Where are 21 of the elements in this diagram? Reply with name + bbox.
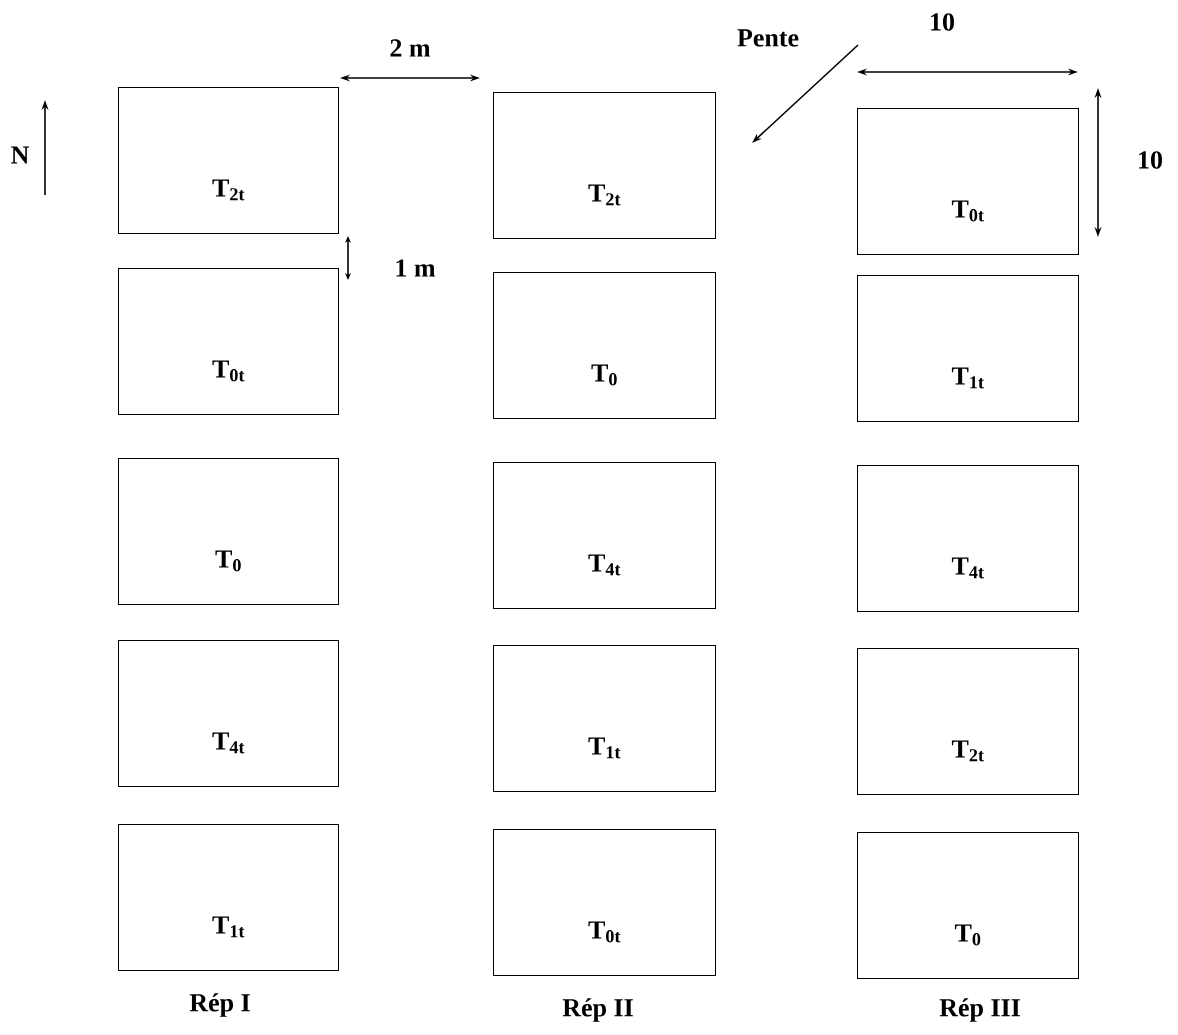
plot-box: T$_{0}$ [118, 458, 339, 605]
plot-box: T$_{1t}$ [118, 824, 339, 971]
plot-box: T$_{0t}$ [857, 108, 1079, 255]
plot-box: T$_{2t}$ [857, 648, 1079, 795]
plot-box: T$_{1t}$ [493, 645, 716, 792]
dimension-label: 10 [931, 13, 954, 31]
plot-box: T$_{2t}$ [493, 92, 716, 239]
plot-box: T$_{0}$ [493, 272, 716, 419]
north-label: N [11, 146, 30, 164]
plot-box: T$_{1t}$ [857, 275, 1079, 422]
plot-box: T$_{4t}$ [493, 462, 716, 609]
plot-box: T$_{0t}$ [493, 829, 716, 976]
slope-label: Pente [737, 29, 799, 47]
dimension-label: 1 m [396, 259, 436, 277]
plot-box: T$_{0t}$ [118, 268, 339, 415]
plot-box: T$_{2t}$ [118, 87, 339, 234]
plot-box: T$_{4t}$ [118, 640, 339, 787]
plot-box: T$_{4t}$ [857, 465, 1079, 612]
dimension-label: 10 [1139, 151, 1162, 169]
dimension-label: 2 m [390, 39, 431, 57]
plot-box: T$_{0}$ [857, 832, 1079, 979]
